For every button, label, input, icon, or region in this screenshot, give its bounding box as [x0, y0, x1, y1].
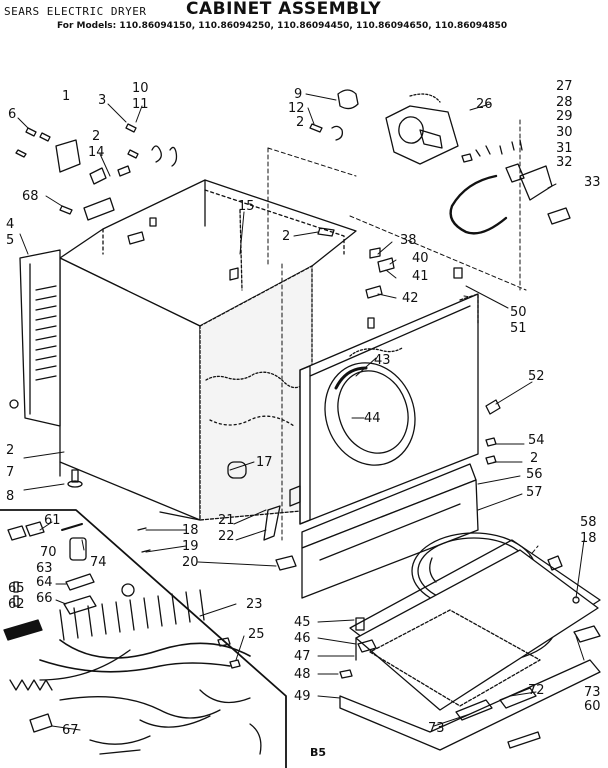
callout-67: 67 — [62, 723, 79, 738]
callout-58: 58 — [580, 515, 597, 530]
callout-23: 23 — [246, 597, 263, 612]
callout-60: 60 — [584, 699, 601, 714]
callout-11: 11 — [132, 97, 149, 112]
callout-1: 1 — [62, 89, 71, 104]
callout-32: 32 — [556, 155, 573, 170]
callout-2-mid: 2 — [282, 229, 291, 244]
callout-73-right: 73 — [584, 685, 601, 700]
callout-73: 73 — [428, 721, 445, 736]
callout-12: 12 — [288, 101, 305, 116]
callout-54: 54 — [528, 433, 545, 448]
callout-3: 3 — [98, 93, 107, 108]
callout-46: 46 — [294, 631, 311, 646]
callout-57: 57 — [526, 485, 543, 500]
callout-72: 72 — [528, 683, 545, 698]
callout-25: 25 — [248, 627, 265, 642]
callout-56: 56 — [526, 467, 543, 482]
callout-9: 9 — [294, 87, 303, 102]
callout-18-right: 18 — [580, 531, 597, 546]
cabinet-body — [60, 180, 356, 520]
panel-hardware — [68, 248, 500, 678]
callout-41: 41 — [412, 269, 429, 284]
callout-19: 19 — [182, 539, 199, 554]
callout-45: 45 — [294, 615, 311, 630]
callout-38: 38 — [400, 233, 417, 248]
callout-18: 18 — [182, 523, 199, 538]
callout-44: 44 — [364, 411, 381, 426]
callout-26: 26 — [476, 97, 493, 112]
callout-2-left: 2 — [6, 443, 15, 458]
callout-2-right: 2 — [530, 451, 539, 466]
callout-6: 6 — [8, 107, 17, 122]
callout-42: 42 — [402, 291, 419, 306]
callout-40: 40 — [412, 251, 429, 266]
callout-17: 17 — [256, 455, 273, 470]
top-hardware — [16, 124, 334, 290]
callout-63: 63 — [36, 561, 53, 576]
callout-31: 31 — [556, 141, 573, 156]
callout-66: 66 — [36, 591, 53, 606]
callout-15: 15 — [238, 199, 255, 214]
callout-68: 68 — [22, 189, 39, 204]
callout-70: 70 — [40, 545, 57, 560]
callout-49: 49 — [294, 689, 311, 704]
callout-14: 14 — [88, 145, 105, 160]
callout-8: 8 — [6, 489, 15, 504]
callout-74: 74 — [90, 555, 107, 570]
callout-22: 22 — [218, 529, 235, 544]
base-pan — [340, 550, 600, 750]
brand-line: SEARS ELECTRIC DRYER — [4, 5, 147, 18]
left-side-panel — [10, 250, 60, 426]
callout-52: 52 — [528, 369, 545, 384]
callout-64: 64 — [36, 575, 53, 590]
callout-5: 5 — [6, 233, 15, 248]
callout-21: 21 — [218, 513, 235, 528]
callout-2: 2 — [92, 129, 101, 144]
page-code: B5 — [310, 746, 327, 759]
motor-switch-cluster — [310, 90, 570, 233]
toe-panel — [302, 464, 478, 598]
callout-27: 27 — [556, 79, 573, 94]
callout-47: 47 — [294, 649, 311, 664]
callout-4: 4 — [6, 217, 15, 232]
callout-29: 29 — [556, 109, 573, 124]
callout-2-top: 2 — [296, 115, 305, 130]
callout-33: 33 — [584, 175, 601, 190]
callout-48: 48 — [294, 667, 311, 682]
callout-30: 30 — [556, 125, 573, 140]
page-title: CABINET ASSEMBLY — [186, 0, 382, 19]
callout-10: 10 — [132, 81, 149, 96]
callout-43: 43 — [374, 353, 391, 368]
callout-50: 50 — [510, 305, 527, 320]
callout-28: 28 — [556, 95, 573, 110]
front-panel — [290, 294, 478, 524]
callout-61: 61 — [44, 513, 61, 528]
callout-51: 51 — [510, 321, 527, 336]
wiring-inset — [0, 510, 286, 768]
callout-65: 65 — [8, 581, 25, 596]
callout-20: 20 — [182, 555, 199, 570]
callout-7: 7 — [6, 465, 15, 480]
callout-62: 62 — [8, 597, 25, 612]
leader-lines — [18, 94, 584, 730]
model-numbers: For Models: 110.86094150, 110.86094250, … — [57, 21, 508, 31]
